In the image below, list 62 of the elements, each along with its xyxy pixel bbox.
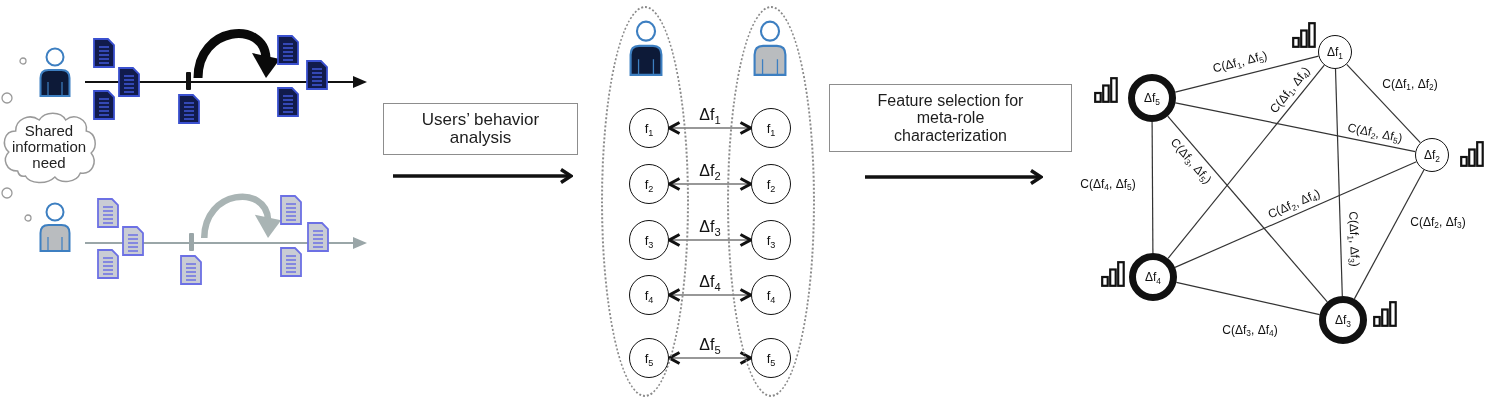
feature-circle (751, 275, 791, 315)
feature-circle (1415, 138, 1449, 172)
edge-label: Δf$_{4}$ (698, 272, 722, 292)
feature-label: Δf$_{4}$ (1145, 271, 1161, 283)
feature-label: Δf$_{3}$ (1335, 314, 1351, 326)
connector-line (1174, 102, 1416, 153)
dotted-ellipse (727, 6, 815, 397)
edge-label: C(Δf$_{4}$, Δf$_{5}$) (1079, 176, 1137, 192)
double-arrow (668, 288, 752, 302)
cloud-text: Shared information need (10, 123, 88, 171)
feature-circle (629, 275, 669, 315)
feature-label: Δf$_{5}$ (1144, 92, 1160, 104)
feature-circle (751, 164, 791, 204)
edge-label: Δf$_{5}$ (698, 335, 722, 355)
feature-label: f$_{4}$ (644, 288, 654, 302)
feature-circle (751, 220, 791, 260)
thick-feature-circle (1129, 253, 1177, 301)
feature-circle (629, 108, 669, 148)
feature-label: f$_{3}$ (766, 233, 776, 247)
edge-label: C(Δf$_{2}$, Δf$_{3}$) (1409, 214, 1467, 230)
process-box (829, 84, 1072, 152)
thick-feature-circle (1128, 74, 1176, 122)
connector-line (1334, 68, 1343, 297)
double-arrow (668, 351, 752, 365)
feature-circle (751, 338, 791, 378)
feature-label: f$_{3}$ (644, 233, 654, 247)
feature-label: f$_{4}$ (766, 288, 776, 302)
double-arrow (668, 177, 752, 191)
double-arrow (668, 121, 752, 135)
step-label: Users’ behavior analysis (420, 110, 541, 148)
feature-label: f$_{2}$ (766, 177, 776, 191)
feature-label: f$_{1}$ (644, 121, 654, 135)
feature-label: Δf$_{2}$ (1424, 149, 1440, 161)
edge-label: Δf$_{1}$ (698, 105, 722, 125)
feature-label: f$_{5}$ (644, 351, 654, 365)
connector-line (1353, 169, 1425, 300)
edge-label: C(Δf$_{2}$, Δf$_{5}$) (1345, 120, 1405, 146)
double-arrow (668, 233, 752, 247)
feature-label: f$_{2}$ (644, 177, 654, 191)
connector-line (1167, 115, 1328, 303)
process-box (383, 103, 578, 155)
connector-line (1151, 121, 1154, 254)
connector-line (1174, 55, 1320, 93)
feature-label: f$_{5}$ (766, 351, 776, 365)
feature-label: Δf$_{1}$ (1327, 46, 1343, 58)
feature-circle (1318, 35, 1352, 69)
feature-circle (751, 108, 791, 148)
feature-circle (629, 338, 669, 378)
connector-line (1174, 161, 1417, 268)
feature-circle (629, 220, 669, 260)
feature-label: f$_{1}$ (766, 121, 776, 135)
edge-label: C(Δf$_{3}$, Δf$_{4}$) (1221, 322, 1279, 338)
edge-label: C(Δf$_{1}$, Δf$_{2}$) (1381, 76, 1439, 92)
step-label: Feature selection for meta-role characterization (876, 92, 1025, 144)
connector-line (1167, 64, 1325, 259)
feature-circle (629, 164, 669, 204)
edge-label: Δf$_{2}$ (698, 161, 722, 181)
connector-line (1175, 281, 1321, 316)
connector-line (1346, 63, 1421, 144)
thick-feature-circle (1319, 296, 1367, 344)
dotted-ellipse (601, 6, 689, 397)
edge-label: Δf$_{3}$ (698, 217, 722, 237)
